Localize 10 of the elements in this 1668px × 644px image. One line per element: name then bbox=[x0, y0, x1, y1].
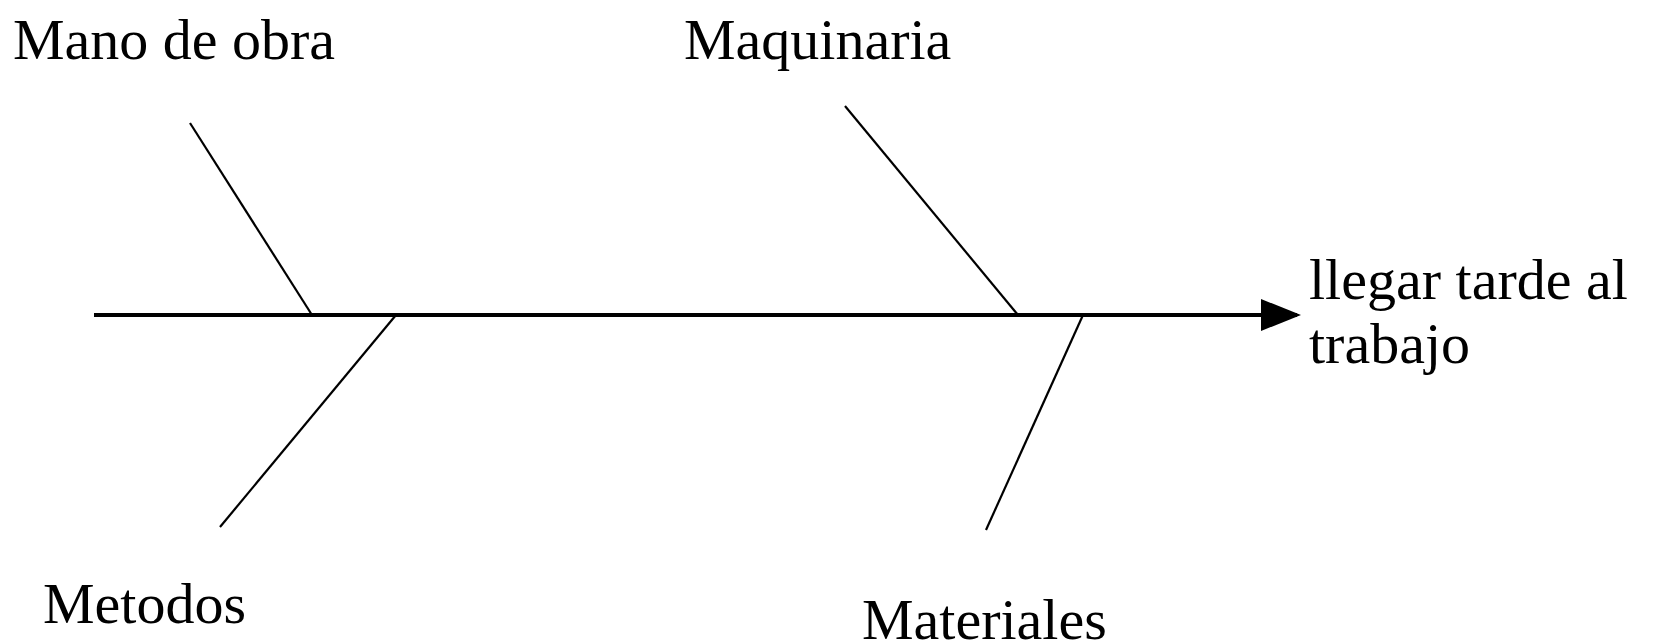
spine-arrow bbox=[94, 299, 1301, 331]
category-label: Maquinaria bbox=[684, 8, 952, 72]
bone-line bbox=[219, 314, 397, 528]
bone-line bbox=[189, 122, 313, 316]
category-label: Materiales bbox=[862, 588, 1107, 644]
category-label: Metodos bbox=[43, 572, 246, 636]
effect-label: llegar tarde al trabajo bbox=[1309, 248, 1664, 376]
bone-line bbox=[985, 314, 1084, 531]
bone-line bbox=[844, 105, 1019, 316]
category-label: Mano de obra bbox=[13, 8, 336, 72]
